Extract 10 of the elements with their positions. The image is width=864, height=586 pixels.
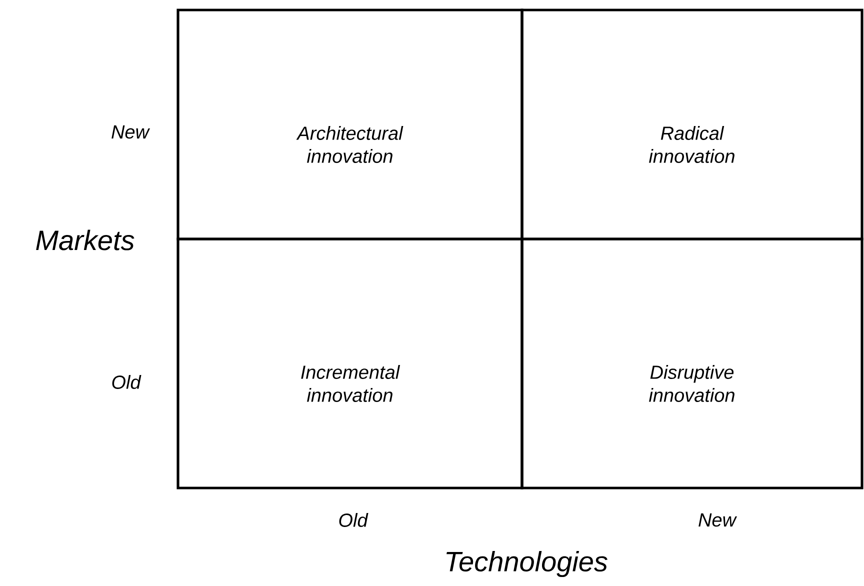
quadrant-box: Radical innovation (520, 8, 864, 240)
axis-value: New (698, 513, 738, 527)
quadrant-box: Architectural innovation (176, 8, 524, 240)
axis-title: Technologies (446, 550, 608, 578)
axis-value: New (112, 125, 150, 139)
axis-value: Old (112, 375, 142, 389)
quadrant-box: Incremental innovation (176, 238, 524, 490)
axis-title: Markets (36, 230, 134, 250)
quadrant-box: Disruptive innovation (520, 238, 864, 490)
axis-value: Old (339, 513, 368, 527)
